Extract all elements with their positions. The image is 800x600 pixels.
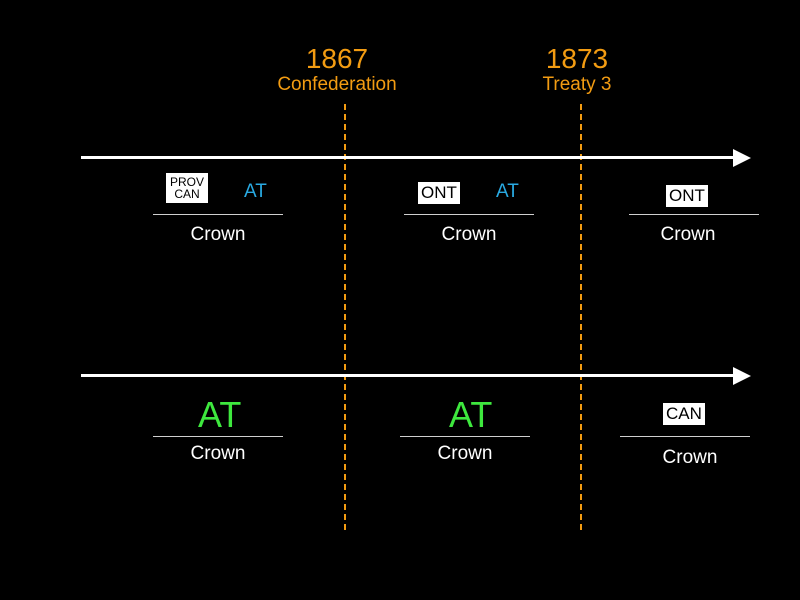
box-line: PROV (170, 175, 205, 189)
prov-can-box: PROV CAN (166, 173, 209, 203)
marker-year: 1867 (305, 43, 369, 74)
crown-label: Crown (662, 447, 718, 468)
bottom-timeline-axis (81, 374, 735, 377)
arrow-right-icon (733, 367, 751, 385)
at-label-large: AT (449, 394, 493, 435)
marker-1867: 1867 Confederation (262, 44, 412, 96)
top-timeline-axis (81, 156, 735, 159)
marker-year: 1873 (545, 43, 609, 74)
divider-line (404, 214, 534, 215)
at-label: AT (244, 181, 267, 202)
ont-box: ONT (666, 185, 708, 207)
divider-line (400, 436, 530, 437)
marker-event: Confederation (277, 74, 397, 95)
dashed-line-1873 (580, 104, 582, 530)
divider-line (620, 436, 750, 437)
divider-line (153, 214, 283, 215)
crown-label: Crown (190, 443, 246, 464)
at-label: AT (496, 181, 519, 202)
at-label-large: AT (198, 394, 242, 435)
ont-box: ONT (418, 182, 460, 204)
crown-label: Crown (437, 443, 493, 464)
crown-label: Crown (441, 224, 497, 245)
divider-line (629, 214, 759, 215)
can-box: CAN (663, 403, 705, 425)
divider-line (153, 436, 283, 437)
crown-label: Crown (190, 224, 246, 245)
box-line: CAN (174, 187, 200, 201)
dashed-line-1867 (344, 104, 346, 530)
arrow-right-icon (733, 149, 751, 167)
marker-event: Treaty 3 (542, 74, 612, 95)
marker-1873: 1873 Treaty 3 (507, 44, 647, 96)
crown-label: Crown (660, 224, 716, 245)
